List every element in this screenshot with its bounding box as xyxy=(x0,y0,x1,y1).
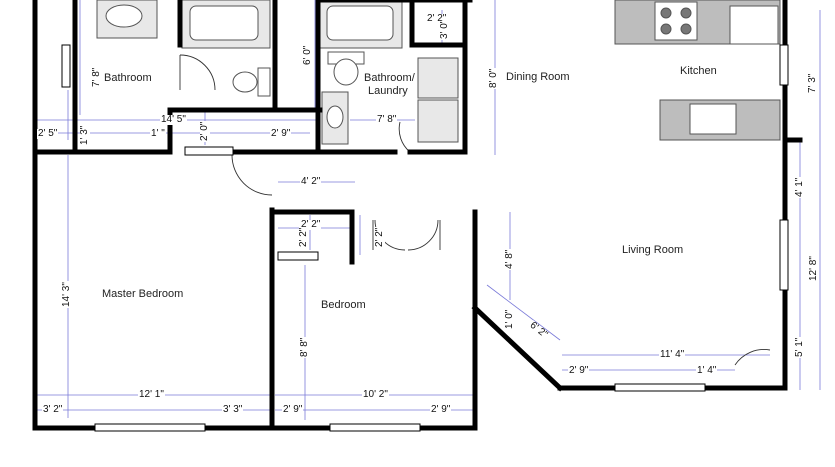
dim-label: 4' 8" xyxy=(504,248,515,270)
dim-label: 3' 3" xyxy=(222,404,244,415)
refrigerator xyxy=(729,5,779,45)
window-kitchen-right xyxy=(779,44,789,86)
dryer xyxy=(417,99,459,143)
washer xyxy=(417,57,459,99)
toilet-2 xyxy=(333,58,359,86)
room-label-dining-room: Dining Room xyxy=(506,71,570,83)
dim-label: 3' 2" xyxy=(42,404,64,415)
dim-label: 3' 0" xyxy=(439,18,450,40)
bathroom-sink-bowl xyxy=(105,4,143,28)
dim-label: 14' 5" xyxy=(160,114,187,125)
dim-label: 1' " xyxy=(150,128,166,139)
dim-label: 2' 2" xyxy=(298,226,309,248)
room-label-master-bedroom: Master Bedroom xyxy=(102,288,184,300)
dim-label: 2' 0" xyxy=(199,120,210,142)
dim-label: 12' 8" xyxy=(808,255,819,282)
dim-label: 1' 4" xyxy=(696,365,718,376)
windows xyxy=(61,44,789,432)
dim-label: 1' 3" xyxy=(79,124,90,146)
room-label-bathroom-laundry-1: Bathroom/ xyxy=(364,72,415,84)
walls xyxy=(32,0,803,431)
dim-label: 2' 2" xyxy=(374,226,385,248)
fixtures xyxy=(96,0,781,145)
dim-label: 6' 0" xyxy=(302,44,313,66)
dim-label: 2' 9" xyxy=(568,365,590,376)
dim-label: 14' 3" xyxy=(61,281,72,308)
room-label-bathroom: Bathroom xyxy=(104,72,152,84)
dim-label: 11' 4" xyxy=(659,349,686,360)
room-label-bedroom: Bedroom xyxy=(321,299,366,311)
dim-label: 7' 8" xyxy=(376,114,398,125)
dim-label: 2' 9" xyxy=(270,128,292,139)
window-living-bottom xyxy=(614,383,706,392)
kitchen-sink xyxy=(689,103,737,135)
closet-panel xyxy=(277,251,319,261)
dim-label: 7' 8" xyxy=(91,66,102,88)
room-label-kitchen: Kitchen xyxy=(680,65,717,77)
stove xyxy=(654,1,698,41)
dim-label: 1' 0" xyxy=(504,308,515,330)
dim-label: 8' 8" xyxy=(299,336,310,358)
dim-label: 5' 1" xyxy=(794,336,805,358)
room-label-bathroom-laundry-2: Laundry xyxy=(368,85,408,97)
dim-label: 2' 2" xyxy=(426,13,448,24)
dim-label: 2' 2" xyxy=(300,219,322,230)
dim-label: 4' 2" xyxy=(300,176,322,187)
window-living-right xyxy=(779,219,789,291)
window-bedroom-bottom xyxy=(329,423,421,432)
dim-label: 2' 5" xyxy=(37,128,59,139)
window-bath-left xyxy=(61,44,71,88)
dim-label: 2' 9" xyxy=(282,404,304,415)
dim-label: 2' 9" xyxy=(430,404,452,415)
toilet-1 xyxy=(232,71,258,93)
dim-label: 10' 2" xyxy=(362,389,389,400)
window-master-bottom xyxy=(94,423,206,432)
door-panel xyxy=(184,146,234,156)
dim-label: 12' 1" xyxy=(138,389,165,400)
dim-label: 4' 1" xyxy=(794,176,805,198)
dim-label: 8' 0" xyxy=(488,67,499,89)
dim-label: 7' 3" xyxy=(807,72,818,94)
room-label-living-room: Living Room xyxy=(622,244,684,256)
